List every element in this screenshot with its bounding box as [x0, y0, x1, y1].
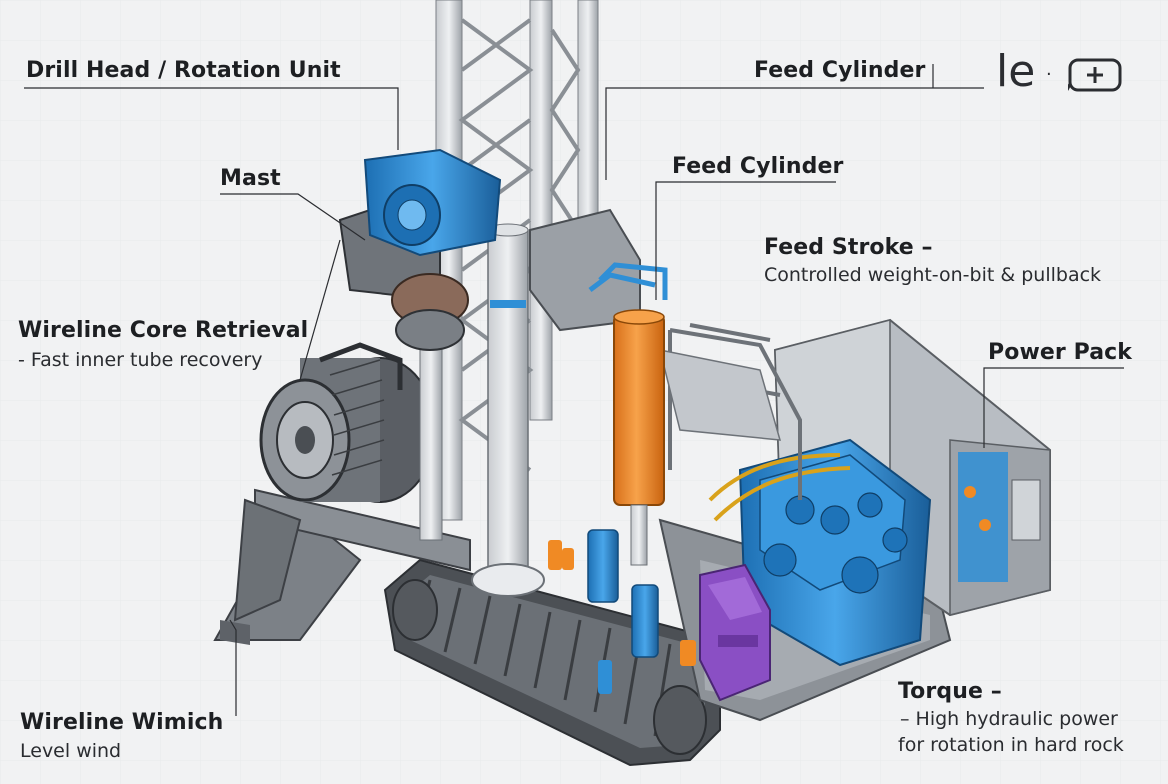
hydraulic-components [548, 529, 696, 694]
label-wireline-core-desc: - Fast inner tube recovery [18, 349, 263, 371]
drill-pipe [419, 223, 545, 597]
label-power-pack: Power Pack [988, 340, 1133, 365]
label-wireline-core-title: Wireline Core Retrieval [18, 318, 309, 343]
label-feed-cylinder: Feed Cylinder [672, 154, 844, 179]
engine-cover [658, 349, 782, 441]
leader-mast [220, 193, 366, 241]
logo-text: le [996, 46, 1036, 97]
wireline-winch-drum [259, 342, 436, 503]
label-winch-title: Wireline Wimich [20, 710, 224, 735]
feed-cylinder-orange [613, 309, 665, 566]
leader-power-pack [983, 367, 1124, 448]
leader-core-retrieval [299, 239, 341, 381]
leader-feed-cylinder-top [605, 87, 984, 180]
label-mast: Mast [220, 166, 281, 191]
label-drill-head: Drill Head / Rotation Unit [26, 58, 341, 83]
label-feed-stroke-title: Feed Stroke – [764, 235, 933, 260]
engine [708, 438, 932, 667]
label-torque-desc2: for rotation in hard rock [898, 734, 1124, 756]
label-torque-title: Torque – [898, 679, 1002, 704]
label-feed-stroke-desc: Controlled weight-on-bit & pullback [764, 264, 1102, 286]
feed-mount [529, 208, 668, 332]
leader-lines [24, 64, 1124, 716]
drill-head [338, 148, 502, 351]
label-feed-cylinder-top: Feed Cylinder [754, 58, 926, 83]
leader-feed-cylinder [655, 181, 836, 300]
leader-drill-head [24, 87, 399, 150]
label-winch-desc: Level wind [20, 740, 122, 762]
label-torque-desc1: – High hydraulic power [900, 708, 1118, 730]
battery-plus-icon [1068, 58, 1122, 92]
leader-winch [229, 619, 237, 716]
logo-separator: · [1046, 64, 1052, 85]
control-valve-block [699, 563, 771, 702]
winch-frame [213, 488, 471, 645]
